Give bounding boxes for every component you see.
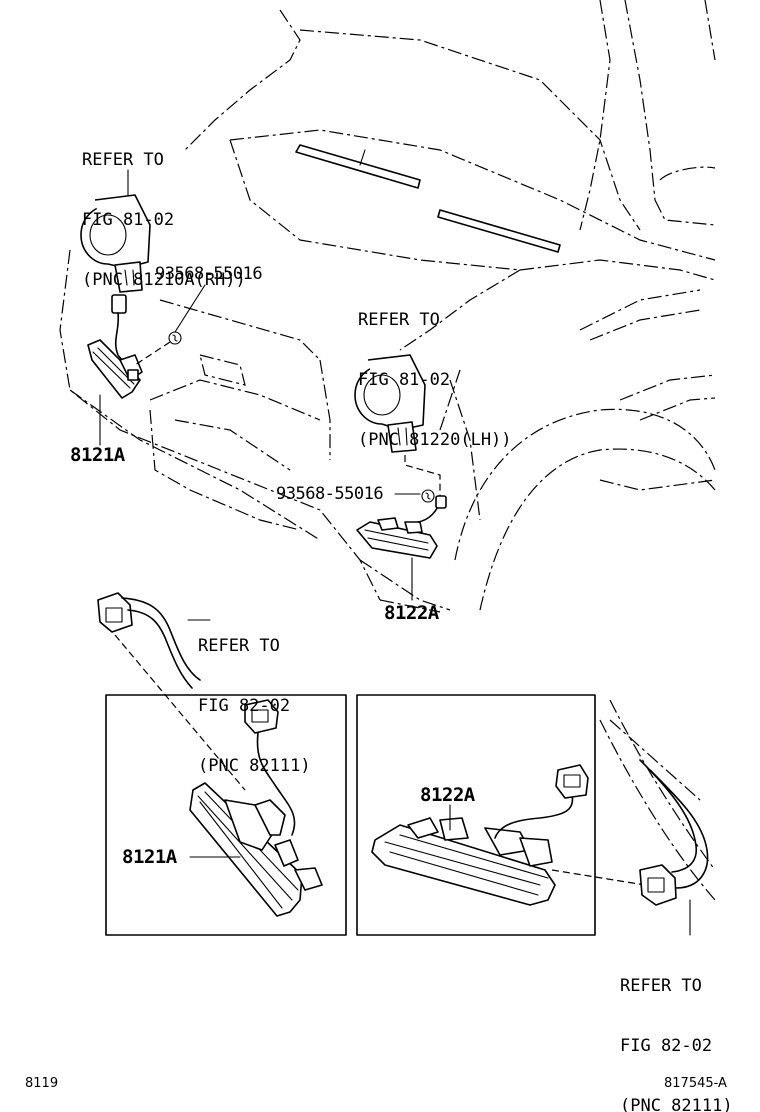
callout-wire-left-line3: (PNC 82111) — [198, 756, 311, 776]
callout-fog-lh-line3: (PNC 81220(LH)) — [358, 430, 512, 450]
bulb-93568-upper-illustration — [134, 284, 206, 366]
wire-harness-connector-left — [97, 592, 246, 791]
callout-fog-rh: REFER TO FIG 81-02 (PNC 81210A(RH)) — [82, 110, 246, 330]
wire-harness-connector-right — [639, 759, 709, 936]
callout-fog-rh-line1: REFER TO — [82, 150, 164, 170]
callout-fog-lh: REFER TO FIG 81-02 (PNC 81220(LH)) — [358, 270, 512, 490]
lamp-8122a-detail-illustration — [371, 764, 646, 906]
lamp-8122a-upper-illustration — [356, 495, 447, 601]
page-code: 8119 — [25, 1076, 59, 1091]
callout-wire-left-line2: FIG 82-02 — [198, 696, 291, 716]
part-number-8121a-main: 8121A — [70, 444, 125, 466]
part-number-bulb-upper: 93568-55016 — [155, 264, 263, 284]
detail-box-left — [105, 694, 347, 936]
detail-box-right — [356, 694, 596, 936]
callout-wire-right: REFER TO FIG 82-02 (PNC 82111) — [620, 936, 733, 1112]
callout-wire-right-line2: FIG 82-02 — [620, 1036, 713, 1056]
lamp-8121a-upper-illustration — [87, 339, 143, 446]
fog-lamp-rh-illustration — [80, 169, 151, 314]
callout-wire-right-line3: (PNC 82111) — [620, 1096, 733, 1112]
part-number-bulb-lower: 93568-55016 — [276, 484, 384, 504]
callout-fog-rh-line2: FIG 81-02 — [82, 210, 175, 230]
callout-wire-right-line1: REFER TO — [620, 976, 702, 996]
lamp-8121a-detail-illustration — [189, 699, 323, 917]
callout-wire-left: REFER TO FIG 82-02 (PNC 82111) — [198, 596, 311, 816]
fog-lamp-lh-illustration — [354, 354, 426, 453]
callout-wire-left-line1: REFER TO — [198, 636, 280, 656]
part-number-8121a-detail: 8121A — [122, 846, 177, 868]
bulb-93568-lower-illustration — [394, 489, 435, 503]
callout-fog-lh-line2: FIG 81-02 — [358, 370, 451, 390]
callout-fog-rh-line3: (PNC 81210A(RH)) — [82, 270, 246, 290]
part-number-8122a-main: 8122A — [384, 602, 439, 624]
wiper-blades — [295, 144, 561, 253]
part-number-8122a-detail: 8122A — [420, 784, 475, 806]
callout-fog-lh-line1: REFER TO — [358, 310, 440, 330]
figure-id: 817545-A — [664, 1076, 727, 1091]
